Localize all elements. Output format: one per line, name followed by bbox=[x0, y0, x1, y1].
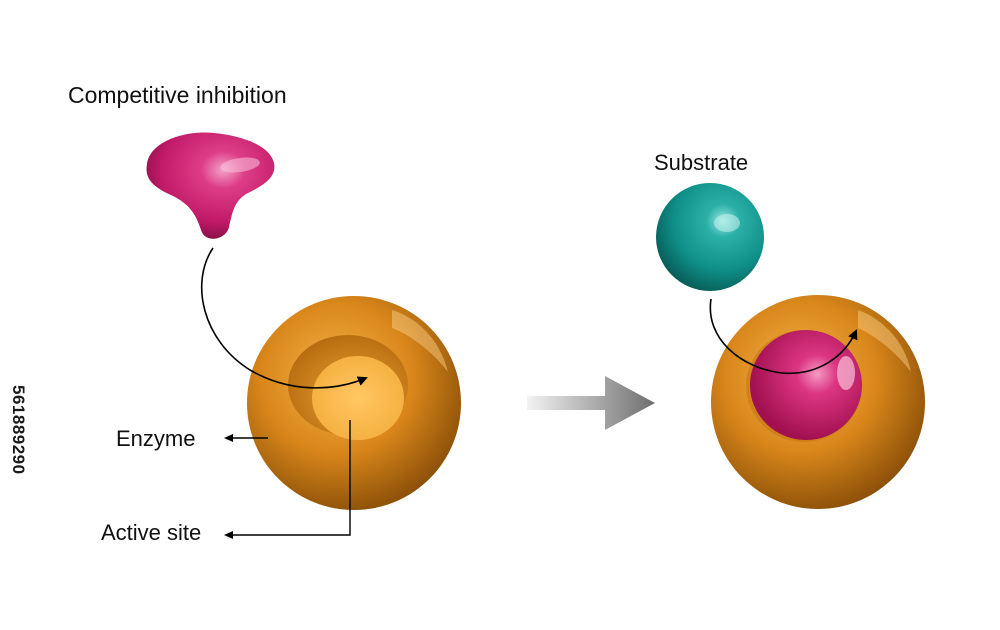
inhibitor-binding-arrow bbox=[200, 247, 368, 389]
bound-inhibitor bbox=[750, 330, 862, 440]
enzyme-label: Enzyme bbox=[116, 426, 196, 451]
enzyme-left bbox=[247, 296, 461, 510]
substrate-molecule bbox=[656, 183, 764, 291]
diagram-title: Competitive inhibition bbox=[68, 82, 287, 108]
enzyme-right bbox=[711, 295, 925, 509]
process-arrow bbox=[527, 376, 655, 430]
active-site-pointer bbox=[224, 420, 351, 539]
substrate-blocked-arrow bbox=[709, 298, 858, 375]
active-site-label: Active site bbox=[101, 520, 202, 545]
inhibitor-molecule bbox=[146, 132, 275, 239]
enzyme-pointer bbox=[224, 434, 268, 442]
active-site bbox=[312, 356, 404, 440]
substrate-label: Substrate bbox=[654, 150, 749, 175]
stock-image-id: 561889290 bbox=[9, 385, 28, 475]
